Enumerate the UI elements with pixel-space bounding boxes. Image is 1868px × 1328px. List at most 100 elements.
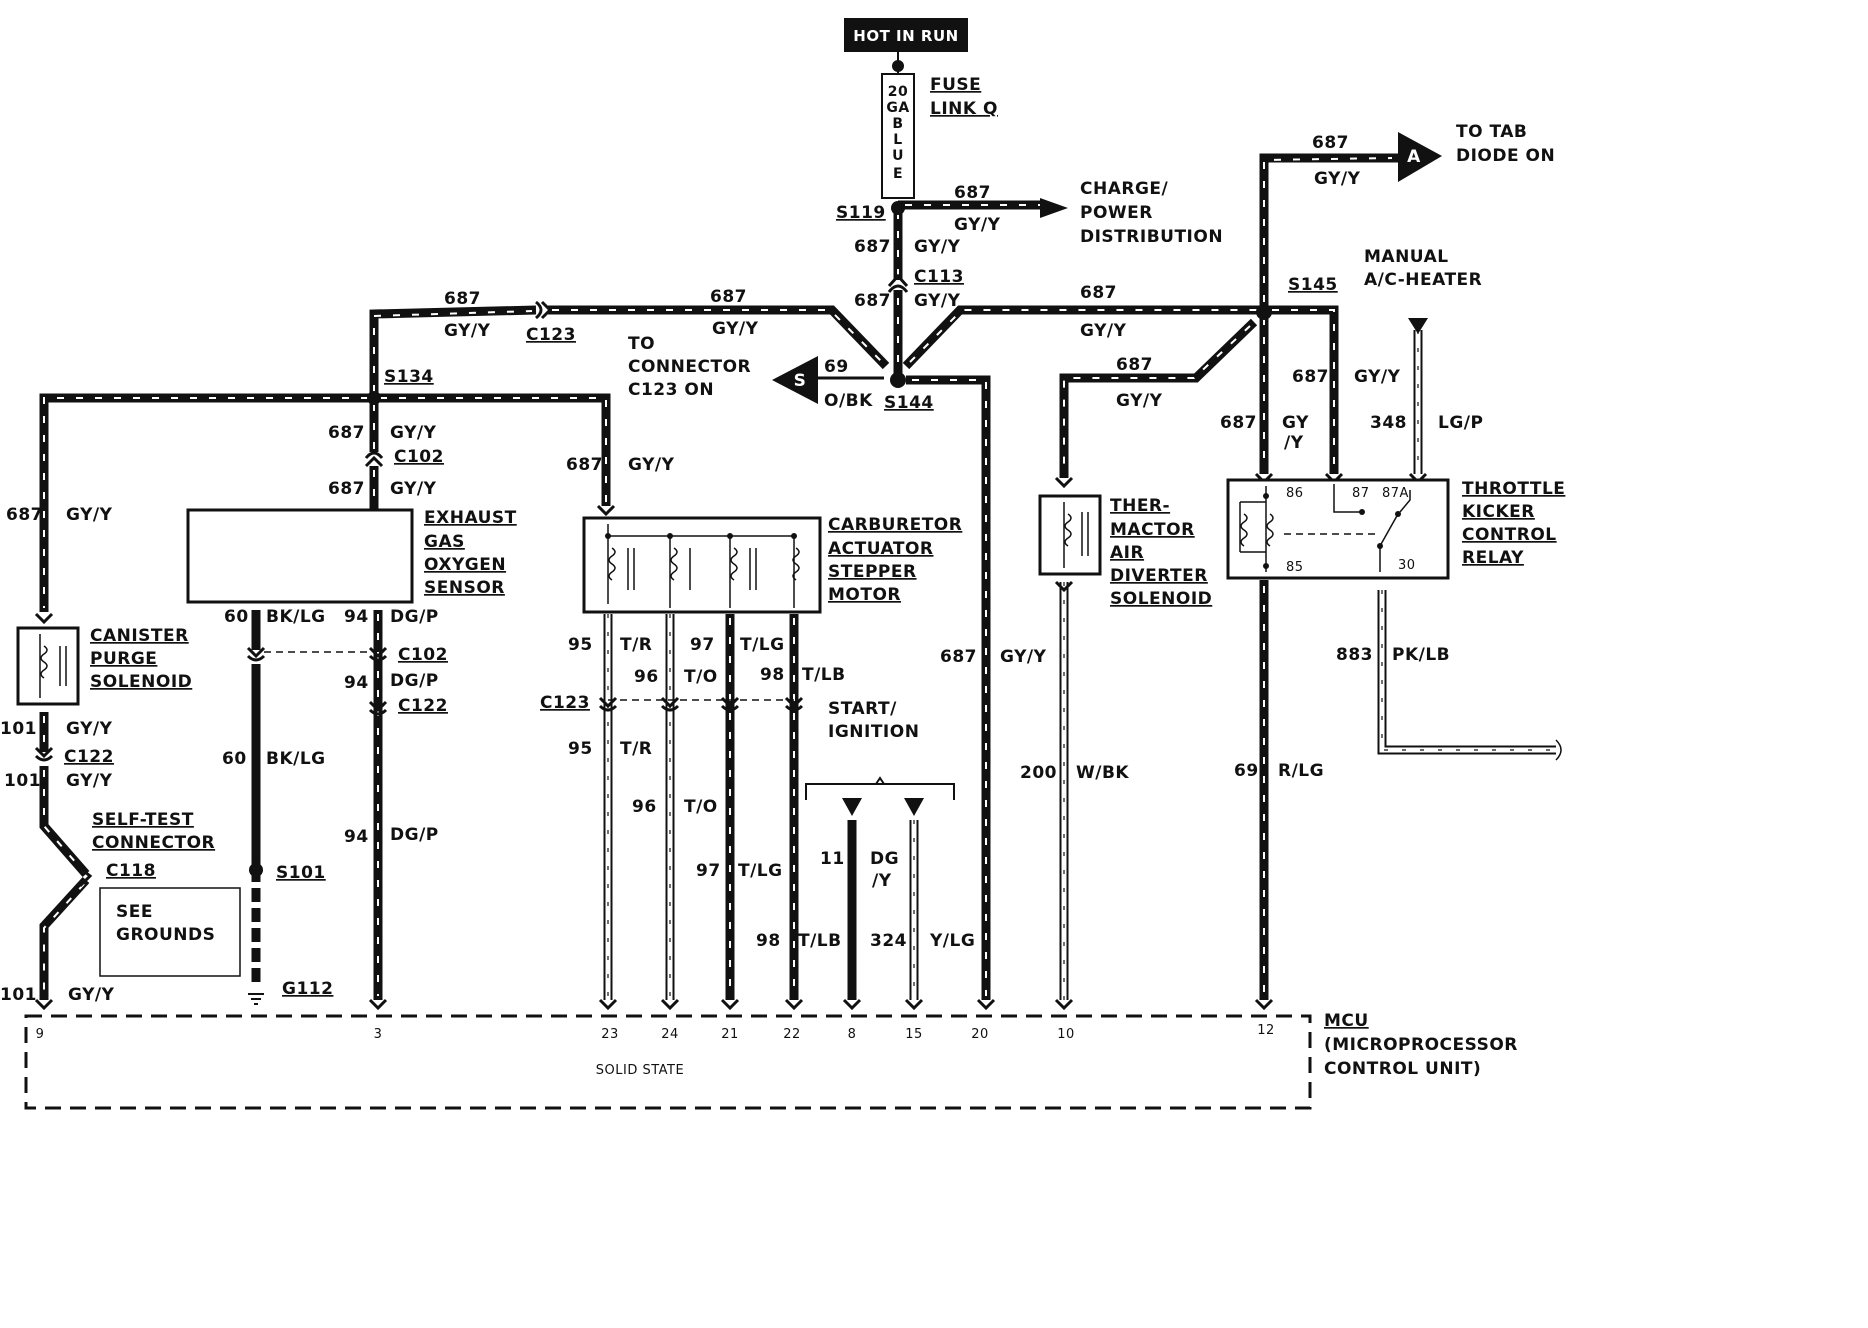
svg-text:GY/Y: GY/Y <box>68 985 115 1005</box>
svg-text:687: 687 <box>1080 283 1117 303</box>
svg-text:21: 21 <box>721 1027 739 1042</box>
thermactor-label-3: AIR <box>1110 543 1144 563</box>
svg-text:BK/LG: BK/LG <box>266 749 326 769</box>
connector-marks <box>34 273 955 800</box>
manual-ac-1: MANUAL <box>1364 247 1449 267</box>
exhaust-label-2: GAS <box>424 532 465 552</box>
fuse-text: 20 GA B L U E <box>886 84 909 182</box>
wire-labels-top: 687 GY/Y S119 687 GY/Y C113 687 GY/Y 687… <box>6 133 1483 525</box>
flag-s-letter: S <box>794 371 807 391</box>
c102-top-label: C102 <box>394 447 444 467</box>
mcu-module <box>24 1014 1312 1110</box>
svg-text:T/LB: T/LB <box>798 931 842 951</box>
svg-text:94: 94 <box>344 827 369 847</box>
svg-text:B: B <box>892 116 903 132</box>
exhaust-label-4: SENSOR <box>424 578 505 598</box>
svg-text:687: 687 <box>940 647 977 667</box>
g112-label: G112 <box>282 979 333 999</box>
svg-text:94: 94 <box>344 607 369 627</box>
svg-text:200: 200 <box>1020 763 1057 783</box>
throttle-label-4: RELAY <box>1462 548 1524 568</box>
see-grounds-1: SEE <box>116 902 153 922</box>
solid-state-label: SOLID STATE <box>596 1063 684 1078</box>
splice-s145-dot <box>1256 304 1272 320</box>
svg-text:GY/Y: GY/Y <box>66 771 113 791</box>
ground-g112-icon <box>248 993 264 1005</box>
svg-text:96: 96 <box>632 797 657 817</box>
svg-text:94: 94 <box>344 673 369 693</box>
see-grounds-2: GROUNDS <box>116 925 215 945</box>
svg-text:687: 687 <box>710 287 747 307</box>
stepper-coils <box>605 524 800 608</box>
svg-text:101: 101 <box>4 771 41 791</box>
svg-text:GY/Y: GY/Y <box>1000 647 1047 667</box>
svg-text:GY/Y: GY/Y <box>914 237 961 257</box>
svg-text:/Y: /Y <box>872 871 892 891</box>
thermactor-label-2: MACTOR <box>1110 520 1195 540</box>
canister-label-3: SOLENOID <box>90 672 192 692</box>
svg-text:9: 9 <box>36 1027 45 1042</box>
wire-101-c118-pin9 <box>39 876 90 1000</box>
mcu-title: MCU <box>1324 1011 1369 1031</box>
svg-text:87: 87 <box>1352 486 1370 501</box>
svg-text:DG/P: DG/P <box>390 607 439 627</box>
throttle-label-3: CONTROL <box>1462 525 1557 545</box>
svg-text:T/R: T/R <box>620 635 652 655</box>
svg-text:GY/Y: GY/Y <box>1080 321 1127 341</box>
exhaust-label-3: OXYGEN <box>424 555 506 575</box>
canister-label-2: PURGE <box>90 649 157 669</box>
svg-text:687: 687 <box>1312 133 1349 153</box>
flag-s <box>772 356 818 404</box>
svg-text:GY/Y: GY/Y <box>66 719 113 739</box>
svg-text:GY/Y: GY/Y <box>712 319 759 339</box>
carburetor-label-2: ACTUATOR <box>828 539 934 559</box>
svg-text:O/BK: O/BK <box>824 391 873 411</box>
c122-left-label: C122 <box>64 747 114 767</box>
charge-label-2: POWER <box>1080 203 1153 223</box>
svg-text:687: 687 <box>6 505 43 525</box>
self-test-label-2: CONNECTOR <box>92 833 215 853</box>
s101-label: S101 <box>276 863 326 883</box>
svg-text:687: 687 <box>1220 413 1257 433</box>
to-tab-label-2: DIODE ON <box>1456 146 1555 166</box>
svg-text:12: 12 <box>1257 1023 1275 1038</box>
svg-text:687: 687 <box>854 291 891 311</box>
terminal-arrows <box>34 472 1428 1011</box>
svg-text:GY/Y: GY/Y <box>390 479 437 499</box>
svg-text:22: 22 <box>783 1027 801 1042</box>
c123-bottom-label: C123 <box>540 693 590 713</box>
splice-s145-label: S145 <box>1288 275 1338 295</box>
start-feed-arrow-ylg <box>904 798 924 816</box>
svg-text:101: 101 <box>0 985 37 1005</box>
carburetor-label-3: STEPPER <box>828 562 917 582</box>
svg-text:687: 687 <box>954 183 991 203</box>
wire-labels-bottom: 60 BK/LG 94 DG/P C102 94 DG/P C122 60 BK… <box>0 607 1450 1005</box>
fuse-link-q <box>881 73 915 199</box>
svg-text:GY/Y: GY/Y <box>1354 367 1401 387</box>
splice-s144-label: S144 <box>884 393 934 413</box>
thermactor-label-5: SOLENOID <box>1110 589 1212 609</box>
svg-text:15: 15 <box>905 1027 923 1042</box>
svg-text:L: L <box>893 132 902 148</box>
mcu-pins: 9 3 23 24 21 22 8 15 20 10 12 <box>36 1023 1275 1042</box>
svg-text:98: 98 <box>756 931 781 951</box>
charge-label-1: CHARGE/ <box>1080 179 1169 199</box>
svg-text:GY/Y: GY/Y <box>390 423 437 443</box>
svg-text:LG/P: LG/P <box>1438 413 1483 433</box>
start-ignition-1: START/ <box>828 699 897 719</box>
svg-text:10: 10 <box>1057 1027 1075 1042</box>
svg-text:T/R: T/R <box>620 739 652 759</box>
canister-purge-solenoid <box>16 626 80 706</box>
svg-text:GY/Y: GY/Y <box>66 505 113 525</box>
throttle-label-1: THROTTLE <box>1462 479 1565 499</box>
svg-text:883: 883 <box>1336 645 1373 665</box>
splice-s144-dot <box>890 372 906 388</box>
svg-text:97: 97 <box>690 635 715 655</box>
svg-text:GY/Y: GY/Y <box>914 291 961 311</box>
svg-text:PK/LB: PK/LB <box>1392 645 1450 665</box>
hot-in-run-label: HOT IN RUN <box>853 27 958 45</box>
svg-text:T/O: T/O <box>684 797 718 817</box>
svg-text:687: 687 <box>328 479 365 499</box>
svg-text:BK/LG: BK/LG <box>266 607 326 627</box>
splice-s119-label: S119 <box>836 203 886 223</box>
